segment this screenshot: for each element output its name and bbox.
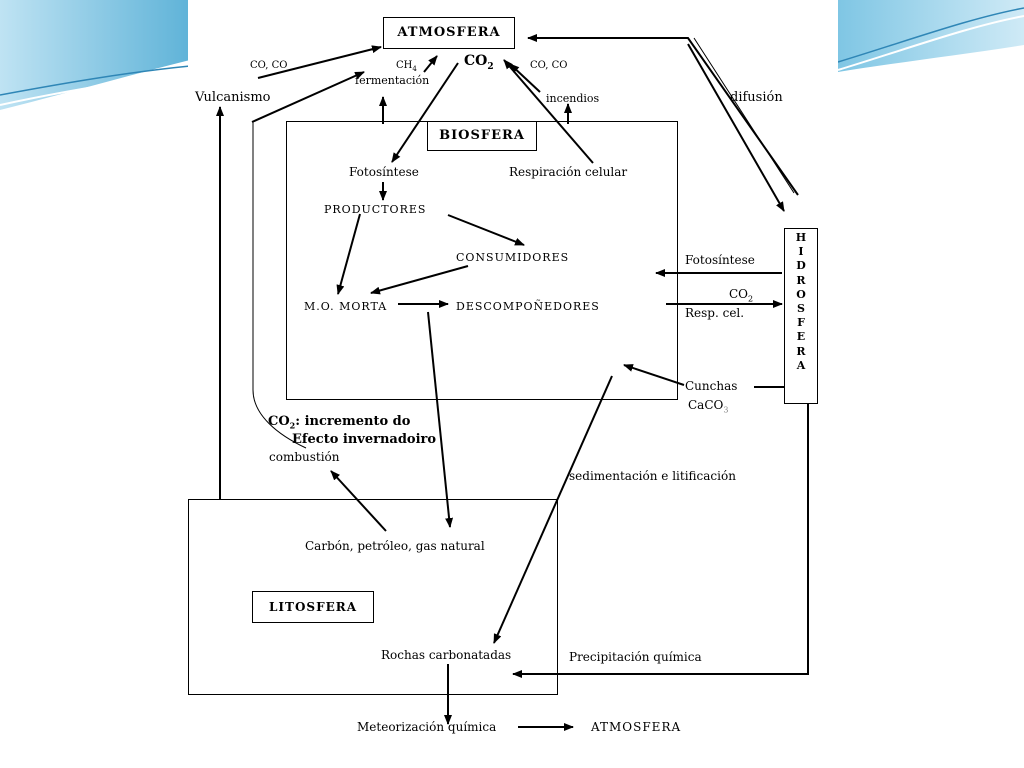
label-co2-top-sub: 2: [487, 61, 494, 72]
label-co2-hidro: CO2: [729, 287, 753, 306]
label-co2-incremento-rest: : incremento do: [295, 414, 411, 429]
arrow-combustion-up: [251, 71, 365, 123]
label-efecto: Efecto invernadoiro: [292, 432, 437, 447]
hidrosfera-letter: S: [797, 302, 805, 316]
hidrosfera-letter: D: [796, 259, 806, 273]
biosfera-box: BIOSFERA: [427, 121, 537, 151]
label-carbon: Carbón, petróleo, gas natural: [305, 539, 485, 553]
label-productores: PRODUCTORES: [324, 203, 427, 216]
carbon-cycle-diagram: ATMOSFERA BIOSFERA LITOSFERA H I D R O S…: [188, 0, 838, 740]
hidrosfera-letter: I: [798, 245, 804, 259]
label-fotosintese-bio: Fotosíntese: [349, 165, 419, 179]
hidrosfera-letter: R: [796, 273, 806, 287]
hidrosfera-letter: E: [796, 330, 806, 344]
label-combustion: combustión: [269, 450, 340, 464]
label-fotosintese-hidro: Fotosíntese: [685, 253, 755, 267]
label-atmosfera-bottom: ATMOSFERA: [591, 720, 682, 734]
label-cunchas: Cunchas: [685, 379, 738, 393]
arrow-co2-fotosintese: [391, 62, 459, 163]
arrow-respiracion-co2: [503, 59, 594, 164]
label-incendios: incendios: [546, 92, 600, 105]
label-ch4-sub: 4: [412, 65, 417, 73]
label-co-co-right: CO, CO: [530, 60, 568, 71]
arrows-layer: [216, 34, 809, 731]
label-ch4: CH4: [396, 58, 417, 77]
label-precipitacion: Precipitación química: [569, 650, 702, 664]
label-difusion: difusión: [730, 90, 783, 105]
hidrosfera-letter: O: [796, 287, 806, 301]
label-co2-hidro-text: CO: [729, 287, 749, 301]
arrow-productores-mo: [336, 213, 361, 295]
label-rochas: Rochas carbonatadas: [381, 648, 512, 662]
right-wave-decoration: [838, 0, 1024, 72]
atmosfera-box: ATMOSFERA: [383, 17, 515, 49]
arrow-incendios-co2: [509, 63, 541, 93]
hidrosfera-letter: H: [795, 231, 807, 244]
litosfera-box: LITOSFERA: [252, 591, 374, 623]
label-co-co-left: CO, CO: [250, 60, 288, 71]
left-wave-decoration: [0, 0, 190, 110]
label-ch4-text: CH: [396, 60, 413, 71]
label-descomponedores: DESCOMPOÑEDORES: [456, 300, 600, 313]
label-consumidores: CONSUMIDORES: [456, 251, 570, 264]
hidrosfera-letter: A: [796, 358, 806, 372]
label-meteorizacion: Meteorización química: [357, 720, 497, 734]
arrow-difusion-down: [687, 43, 785, 212]
biosfera-frame: [286, 121, 678, 400]
label-co2-top-text: CO: [464, 53, 488, 69]
arrow-precipitacion: [512, 400, 809, 678]
label-respiracion: Respiración celular: [509, 165, 628, 179]
arrow-productores-consumidores: [447, 214, 525, 246]
label-co2-incremento: CO2: incremento do: [268, 414, 410, 434]
arrow-sedimentacion: [493, 375, 613, 644]
arrow-cunchas-biosfera: [623, 364, 685, 386]
arrow-consumidores-mo: [370, 265, 469, 295]
arrow-ch4: [423, 55, 438, 73]
arrow-co-left: [257, 45, 382, 79]
label-co2-hidro-sub: 2: [748, 294, 754, 304]
arrow-carbon-combustion: [330, 470, 387, 532]
hidrosfera-letter: F: [797, 316, 805, 330]
label-caco3-text: CaCO: [688, 398, 724, 412]
arrow-mo-carbon: [427, 311, 454, 528]
hidrosfera-box: H I D R O S F E R A: [784, 228, 818, 404]
label-vulcanismo: Vulcanismo: [195, 90, 271, 105]
label-co2-incremento-sub: 2: [289, 420, 296, 431]
combustion-path: [252, 122, 307, 449]
label-sedimentacion: sedimentación e litificación: [569, 469, 736, 483]
label-caco3: CaCO3: [688, 398, 728, 417]
label-mo-morta: M.O. MORTA: [304, 300, 388, 313]
label-co2-incremento-text: CO: [268, 414, 290, 429]
label-fermentacion: fermentación: [355, 74, 430, 87]
label-caco3-sub: 3: [723, 405, 729, 415]
hidrosfera-letter: R: [796, 344, 806, 358]
label-resp-cel: Resp. cel.: [685, 306, 745, 320]
label-co2-top: CO2: [464, 54, 494, 75]
